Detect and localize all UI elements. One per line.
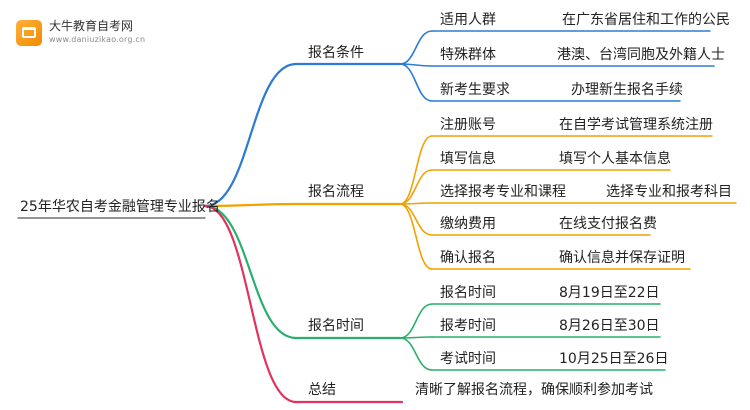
root-node: 25年华农自考金融管理专业报名 (20, 199, 220, 215)
process-step-label: 注册账号 (440, 117, 496, 133)
child-link-process (399, 169, 433, 205)
process-step-label: 缴纳费用 (440, 216, 496, 232)
process-step-label: 确认报名 (440, 250, 496, 266)
process-step-label: 填写信息 (440, 151, 496, 167)
condition-label: 新考生要求 (440, 82, 510, 98)
process-step-detail: 选择专业和报考科目 (606, 184, 732, 200)
branch-link-summary (203, 204, 298, 404)
time-detail: 10月25日至26日 (559, 351, 669, 367)
logo-url: www.daniuzikao.org.cn (49, 35, 146, 44)
branch-process: 报名流程 (308, 184, 364, 200)
book-icon (16, 20, 42, 46)
child-link-process (399, 135, 433, 205)
process-step-detail: 填写个人基本信息 (559, 151, 671, 167)
summary-detail: 清晰了解报名流程，确保顺利参加考试 (415, 382, 653, 398)
child-link-time (399, 303, 433, 339)
branch-time: 报名时间 (308, 318, 364, 334)
branch-link-process (203, 202, 298, 208)
process-step-detail: 确认信息并保存证明 (559, 250, 685, 266)
process-step-label: 选择报考专业和课程 (440, 184, 566, 200)
time-label: 报名时间 (440, 285, 496, 301)
condition-label: 特殊群体 (440, 47, 496, 63)
branch-conditions: 报名条件 (308, 45, 364, 61)
branch-summary: 总结 (308, 382, 336, 398)
condition-label: 适用人群 (440, 12, 496, 28)
logo-title: 大牛教育自考网 (49, 19, 134, 33)
time-label: 考试时间 (440, 351, 496, 367)
condition-detail: 港澳、台湾同胞及外籍人士 (557, 47, 725, 63)
child-link-process (399, 203, 433, 236)
condition-detail: 办理新生报名手续 (571, 82, 683, 98)
child-link-conditions (399, 30, 433, 65)
time-label: 报考时间 (440, 318, 496, 334)
condition-detail: 在广东省居住和工作的公民 (562, 12, 730, 28)
branch-link-conditions (203, 62, 298, 208)
time-detail: 8月19日至22日 (559, 285, 660, 301)
branch-link-time (203, 204, 298, 340)
process-step-detail: 在自学考试管理系统注册 (559, 117, 713, 133)
child-link-time (399, 337, 433, 371)
child-link-conditions (399, 63, 433, 102)
site-logo[interactable]: 大牛教育自考网 www.daniuzikao.org.cn (16, 18, 156, 48)
process-step-detail: 在线支付报名费 (559, 216, 657, 232)
time-detail: 8月26日至30日 (559, 318, 660, 334)
child-link-process (399, 203, 433, 270)
